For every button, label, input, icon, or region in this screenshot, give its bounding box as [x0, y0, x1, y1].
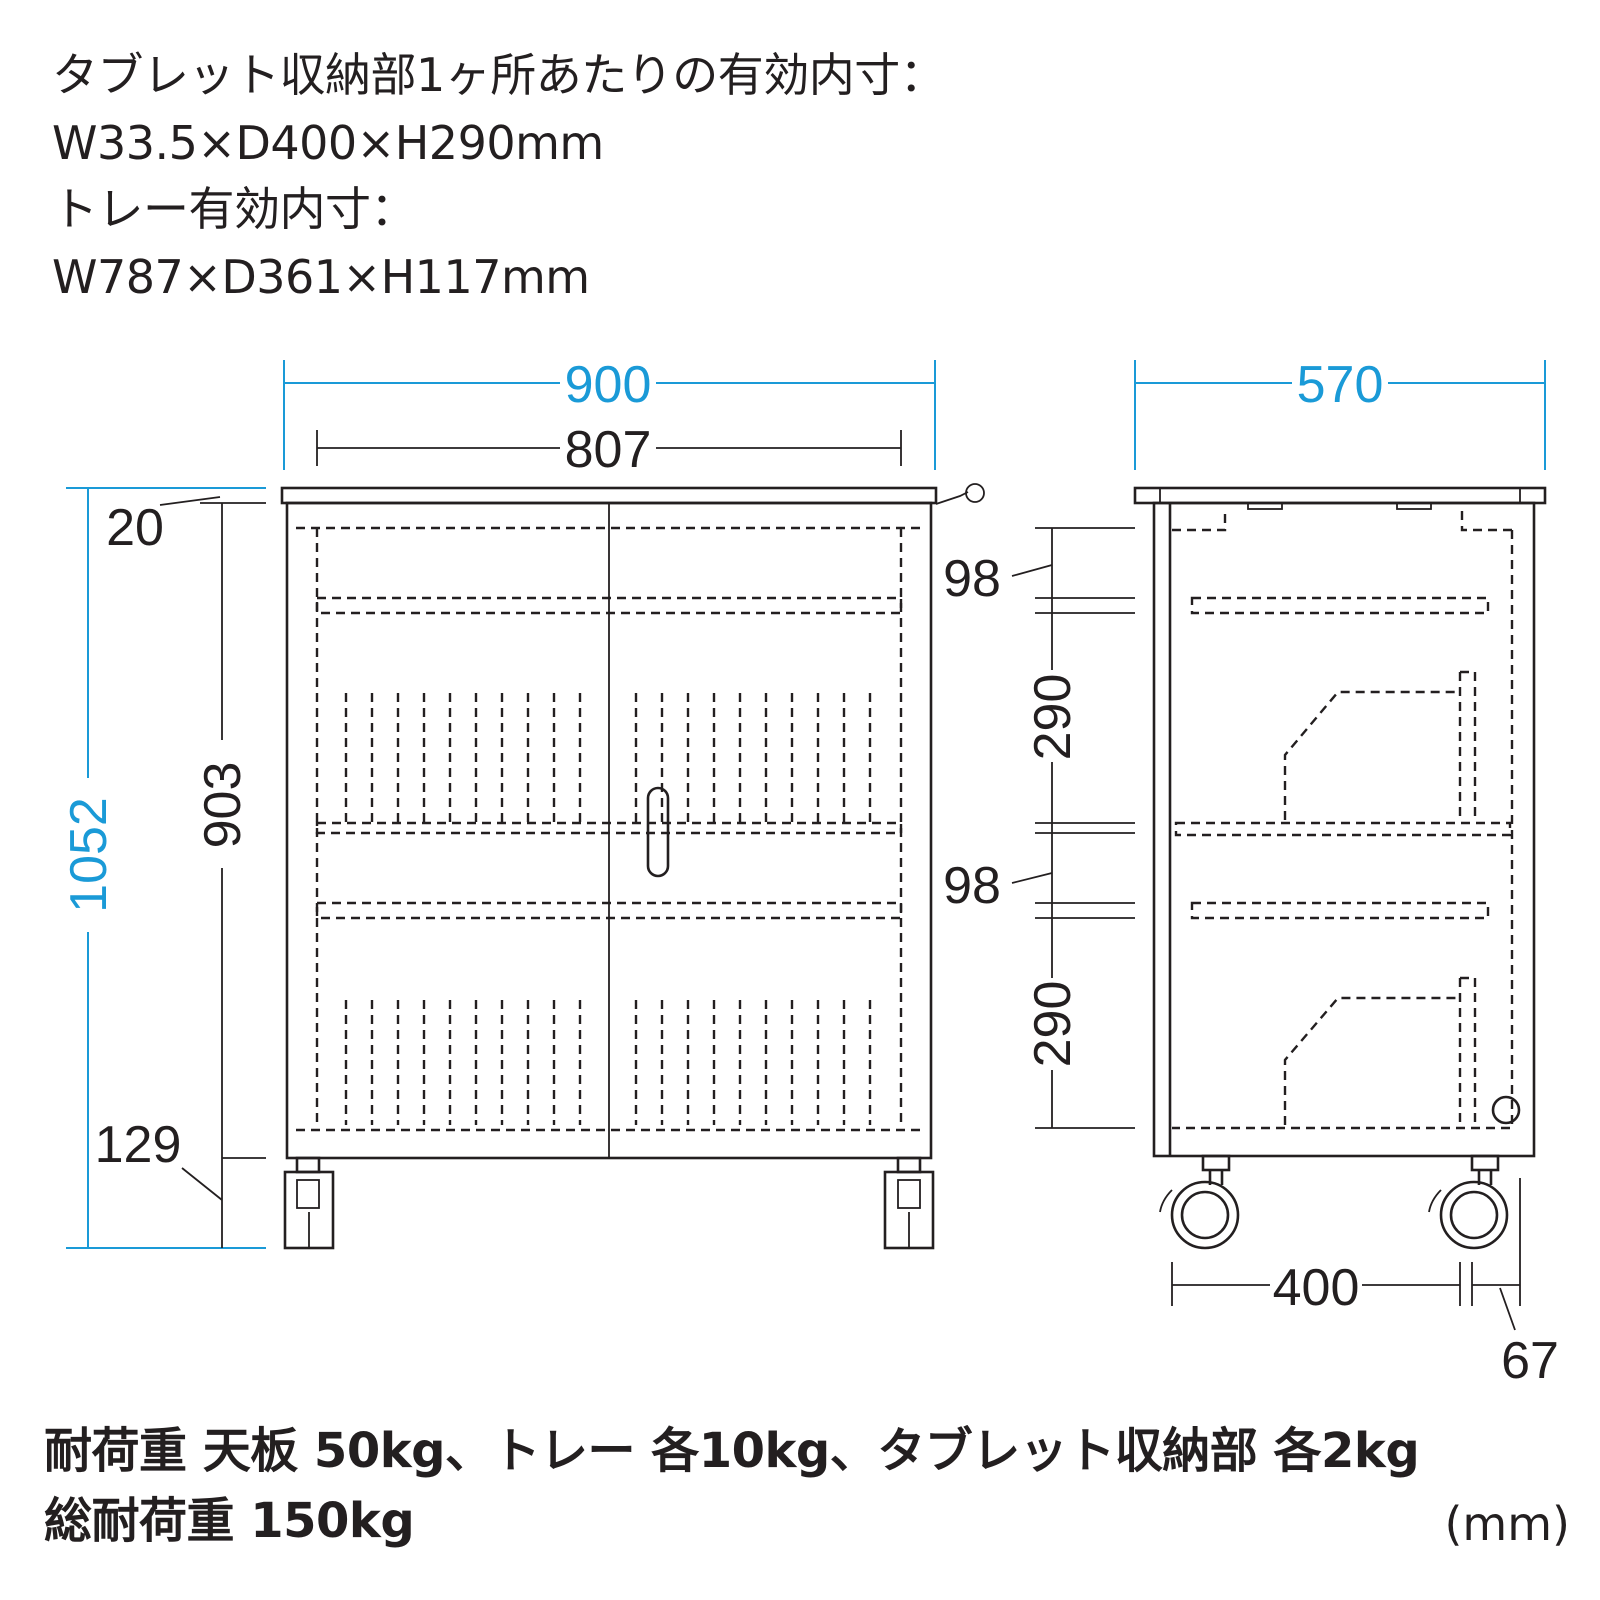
- dim-label-290-lower: 290: [1024, 981, 1082, 1068]
- front-caster-left: [283, 1156, 335, 1250]
- side-shelf: [1174, 821, 1512, 837]
- side-caster-right: [1428, 1154, 1509, 1250]
- door-handle: [646, 786, 670, 878]
- dimension-570: 570: [1134, 356, 1546, 470]
- dim-label-903: 903: [194, 762, 252, 849]
- front-tablet-slots-upper: [344, 693, 872, 822]
- dim-label-67: 67: [1501, 1332, 1559, 1390]
- front-tray-2: [315, 901, 903, 920]
- dim-label-807: 807: [565, 421, 652, 479]
- tray-inner-size-label: トレー有効内寸：: [52, 182, 417, 236]
- dim-label-400: 400: [1273, 1259, 1360, 1317]
- dimension-67: 67: [1471, 1178, 1559, 1390]
- dim-label-129: 129: [95, 1116, 182, 1174]
- load-capacity-details: 耐荷重 天板 50kg、トレー 各10kg、タブレット収納部 各2kg: [44, 1423, 1420, 1479]
- front-shelf: [315, 821, 903, 835]
- side-top-plate: [1133, 486, 1547, 505]
- dim-label-900: 900: [565, 356, 652, 414]
- cable-port: [1491, 1095, 1521, 1125]
- dimension-900: 900: [283, 356, 936, 470]
- dimension-20: 20: [106, 496, 221, 557]
- dimension-tray-slot-column: [1011, 527, 1135, 1129]
- dim-label-290-upper: 290: [1024, 674, 1082, 761]
- side-tray-2: [1190, 901, 1490, 920]
- side-caster-left: [1159, 1154, 1240, 1250]
- tablet-inner-size-label: タブレット収納部1ヶ所あたりの有効内寸：: [52, 48, 946, 102]
- front-tray-1: [315, 596, 903, 615]
- side-tablet-holder-lower: [1283, 976, 1477, 1125]
- unit-label: (mm): [1444, 1497, 1570, 1551]
- dimension-903: 903: [194, 502, 266, 1248]
- dimension-129: 129: [95, 1116, 266, 1201]
- side-tray-1: [1190, 596, 1490, 615]
- tablet-inner-size-value: W33.5×D400×H290mm: [52, 116, 604, 170]
- dim-label-98-upper: 98: [943, 550, 1001, 608]
- dim-label-20: 20: [106, 499, 164, 557]
- front-view: [280, 483, 985, 1250]
- front-caster-right: [883, 1156, 935, 1250]
- total-load-capacity: 総耐荷重 150kg: [44, 1493, 415, 1549]
- side-cabinet-body: [1152, 501, 1536, 1158]
- dimension-807: 807: [316, 421, 902, 479]
- front-tablet-slots-lower: [344, 1000, 872, 1125]
- tray-inner-size-value: W787×D361×H117mm: [52, 250, 590, 304]
- dim-label-98-lower: 98: [943, 857, 1001, 915]
- key-ring: [965, 483, 985, 503]
- side-view: [1133, 486, 1547, 1250]
- key-latch: [935, 491, 969, 505]
- front-top-plate: [280, 486, 938, 505]
- dim-label-570: 570: [1297, 356, 1384, 414]
- dimension-400: 400: [1171, 1259, 1461, 1317]
- dimension-1052: 1052: [60, 487, 266, 1249]
- dim-label-1052: 1052: [60, 797, 118, 913]
- side-hidden-outline: [1172, 508, 1514, 1130]
- side-tablet-holder-upper: [1283, 670, 1477, 820]
